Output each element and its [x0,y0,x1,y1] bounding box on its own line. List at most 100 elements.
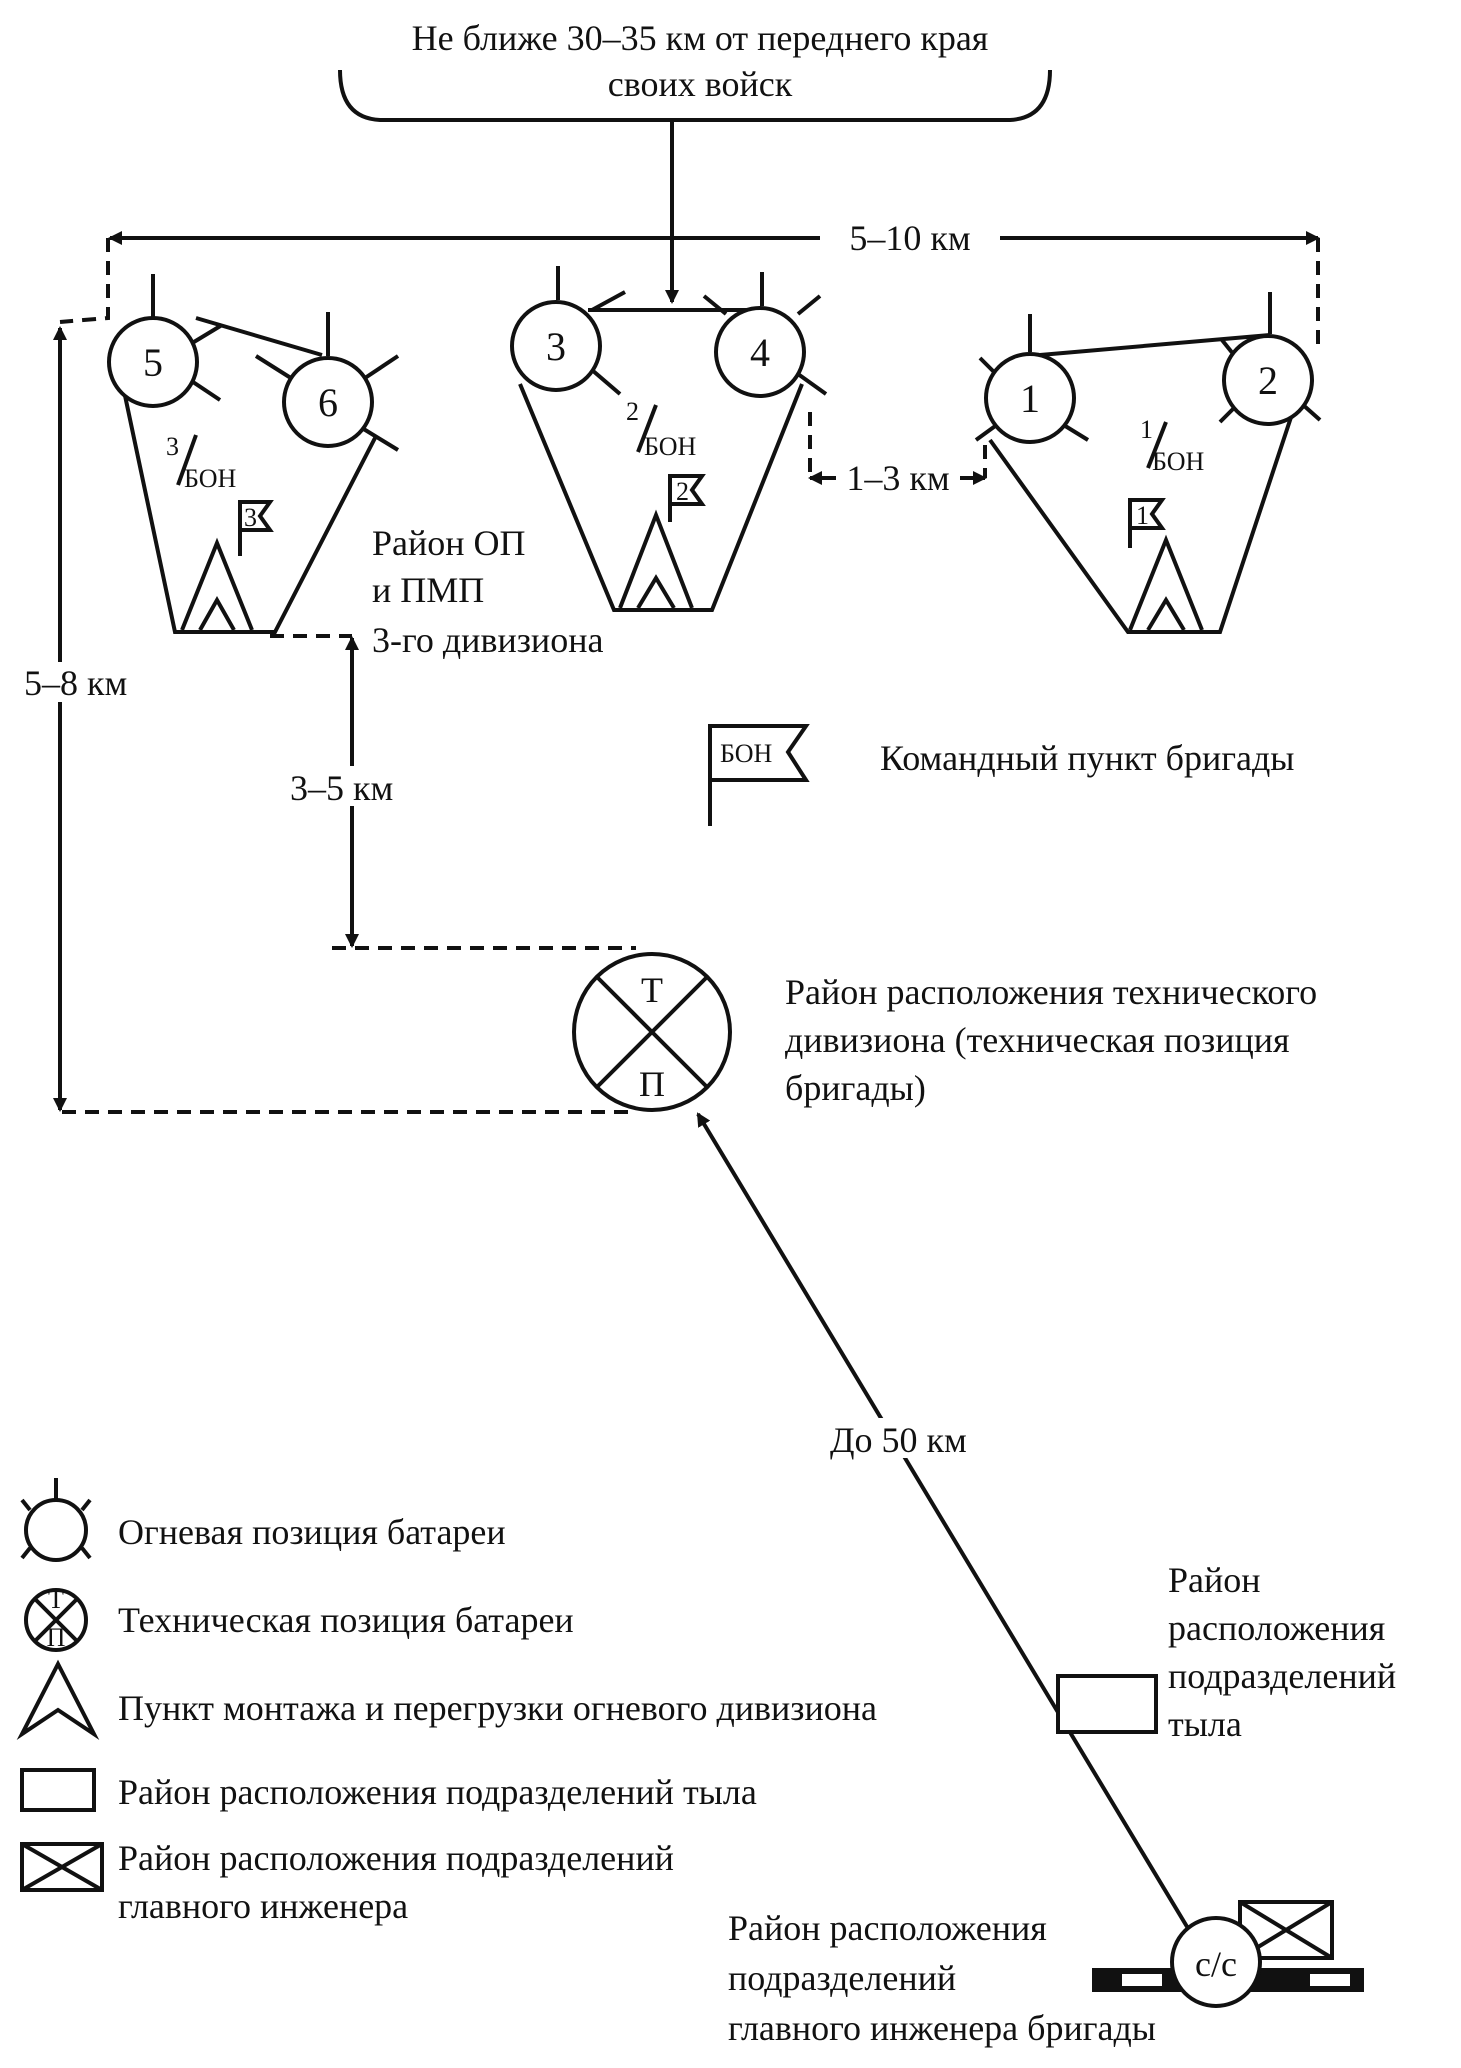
battalion-2-flag-number: 2 [676,477,689,506]
battery-2: 2 [1218,292,1322,426]
battery-1-circle [984,352,1076,444]
area-op-line3: 3-го дивизиона [372,620,603,660]
battery-1: 1 [974,314,1090,444]
width-extension-left [59,238,110,324]
battalion-2-outline [518,383,804,612]
battery-3-number: 3 [546,324,566,369]
battery-3-circle [510,300,602,392]
technical-division: Т П Район расположения технического диви… [572,952,1317,1112]
between-battalions-label: 1–3 км [846,458,949,498]
battalion-3-fraction-num: 3 [166,432,179,461]
legend-item-5-line1: Район расположения подразделений [118,1838,674,1878]
battalion-3: 3 3 БОН 5 6 [107,274,400,634]
width-dimension: 5–10 км [59,218,1320,350]
legend-engineer-icon [20,1842,104,1892]
top-note-line2: своих войск [608,64,793,104]
technical-bottom-letter: П [639,1064,665,1104]
battalion-2-fraction-den: БОН [644,432,697,461]
legend-item-1: Огневая позиция батареи [118,1512,506,1552]
legend-item-4: Район расположения подразделений тыла [118,1772,757,1812]
chief-engineer-line1: Район расположения [728,1908,1047,1948]
battalion-3-flag [240,500,274,532]
legend-tp-top: Т [48,1585,64,1614]
battery-3: 3 [510,266,626,396]
rear-label-line2: расположения [1168,1608,1385,1648]
main-route: До 50 км [696,1112,1194,1937]
legend-item-5-line2: главного инженера [118,1886,408,1926]
battalion-1-assembly-icon [1128,534,1204,632]
rear-label-line4: тыла [1168,1704,1242,1744]
battery-2-circle [1222,334,1314,426]
technical-top-letter: Т [641,970,663,1010]
depth-label: 5–8 км [24,663,127,703]
legend: Огневая позиция батареи Т П Техническая … [16,1478,877,1926]
between-battalions-dimension: 1–3 км [808,412,987,498]
depth-dimension: 5–8 км [18,326,630,1114]
battery-4-number: 4 [750,330,770,375]
brigade-cp-flag [710,724,810,782]
battalion-1: 1 1 БОН 1 2 [974,292,1322,634]
battalion-2-assembly-icon [618,509,694,610]
battalion-1-flag-number: 1 [1136,501,1149,530]
top-note-line1: Не ближе 30–35 км от переднего края [412,18,989,58]
main-route-line [696,1112,1194,1937]
area-op-label: Район ОП и ПМП 3-го дивизиона [372,523,603,660]
battalion-1-fraction-num: 1 [1140,415,1153,444]
battalion-1-link [1039,333,1271,357]
chief-engineer-node-text: с/с [1195,1944,1237,1984]
brigade-cp-flag-text: БОН [720,739,773,768]
battery-2-number: 2 [1258,358,1278,403]
battery-4-circle [714,306,806,398]
rear-label-line3: подразделений [1168,1656,1396,1696]
chief-engineer-area: с/с Район расположения подразделений гла… [728,1900,1364,2048]
legend-rear-icon [20,1768,96,1812]
chief-engineer-node [1170,1916,1262,2008]
legend-tp-bottom: П [47,1623,66,1652]
area-op-line2: и ПМП [372,570,484,610]
battery-5: 5 [107,274,224,408]
battalion-3-outline [118,371,377,634]
technical-distance-dimension: 3–5 км [270,634,636,950]
legend-technical-icon: Т П [24,1585,88,1652]
legend-item-3: Пункт монтажа и перегрузки огневого диви… [118,1688,877,1728]
battery-4: 4 [702,272,828,398]
battalion-3-assembly-icon [180,537,254,631]
area-op-line1: Район ОП [372,523,526,563]
battalion-3-fraction-den: БОН [184,464,237,493]
battery-1-number: 1 [1020,376,1040,421]
width-label: 5–10 км [849,218,970,258]
legend-assembly-icon [16,1659,100,1740]
technical-label-line2: дивизиона (техническая позиция [785,1020,1290,1060]
brigade-command-post: БОН Командный пункт бригады [708,724,1294,826]
technical-distance-label: 3–5 км [290,768,393,808]
technical-label-line3: бригады) [785,1068,926,1108]
rear-label-line1: Район [1168,1560,1261,1600]
battalion-2-flag [670,474,706,506]
battalion-3-flag-number: 3 [244,503,257,532]
battery-6-circle [282,356,374,448]
battalion-1-outline [988,389,1302,634]
rear-area: Район расположения подразделений тыла [1056,1560,1396,1744]
main-route-label: До 50 км [830,1420,967,1460]
battery-5-circle [107,316,199,408]
battalion-1-fraction-den: БОН [1152,447,1205,476]
top-brace [338,69,1052,122]
chief-engineer-line2: подразделений [728,1958,956,1998]
legend-item-2: Техническая позиция батареи [118,1600,574,1640]
battalion-3-link [195,316,323,357]
battalion-2: 2 2 БОН 3 4 [510,266,828,612]
battery-6-number: 6 [318,380,338,425]
brigade-cp-label: Командный пункт бригады [880,738,1294,778]
top-note: Не ближе 30–35 км от переднего края свои… [338,18,1052,304]
rear-area-box [1056,1674,1158,1734]
battery-5-number: 5 [143,340,163,385]
legend-battery-icon [20,1478,92,1562]
battalion-2-fraction-slash [636,404,658,453]
technical-label-line1: Район расположения технического [785,972,1317,1012]
battalion-1-flag [1130,498,1166,530]
battalion-2-fraction-num: 2 [626,397,639,426]
chief-engineer-line3: главного инженера бригады [728,2008,1156,2048]
battalion-1-fraction-slash [1146,421,1168,469]
